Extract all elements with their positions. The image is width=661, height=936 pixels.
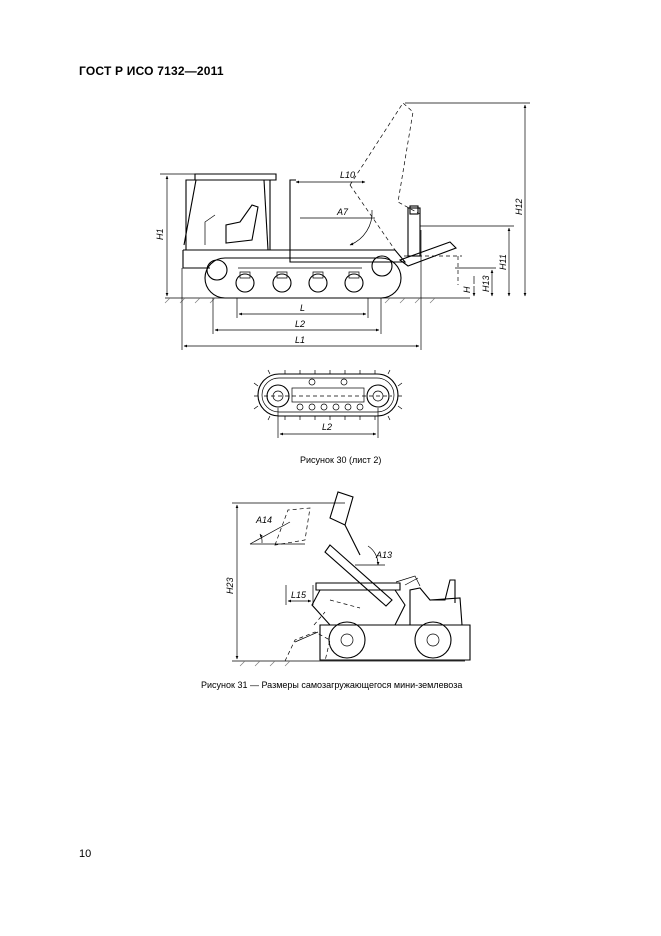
page-number: 10 (79, 848, 92, 860)
dimension-labels-fig31: A14 A13 H23 L15 (225, 515, 392, 600)
label-A7: A7 (336, 207, 349, 217)
track-plan-view: L2 (253, 369, 403, 438)
figure-31-caption: Рисунок 31 — Размеры самозагружающегося … (201, 680, 463, 690)
label-L1: L1 (295, 335, 305, 345)
document-header: ГОСТ Р ИСО 7132—2011 (79, 64, 224, 78)
ground-line-fig31 (232, 660, 465, 667)
label-H: H (462, 286, 472, 293)
label-A13: A13 (375, 550, 392, 560)
label-L10: L10 (340, 170, 355, 180)
figure-30-caption: Рисунок 30 (лист 2) (300, 455, 382, 465)
label-H23: H23 (225, 577, 235, 594)
dimension-lines-fig30 (160, 102, 530, 350)
label-H13: H13 (481, 275, 491, 292)
label-L2-plan: L2 (322, 422, 332, 432)
label-H1: H1 (155, 228, 165, 240)
label-L: L (300, 303, 305, 313)
label-L15: L15 (291, 590, 307, 600)
label-H12: H12 (514, 198, 524, 215)
crawler-dumper-side-view (182, 102, 462, 299)
ground-line (164, 297, 470, 304)
mini-dumper-side-view (274, 491, 471, 662)
label-H11: H11 (498, 254, 508, 270)
label-A14: A14 (255, 515, 272, 525)
dimension-labels-fig30: H1 L10 A7 H12 H11 H13 H L L2 L1 (155, 170, 524, 345)
dimension-lines-fig31 (232, 502, 385, 660)
label-L2: L2 (295, 319, 305, 329)
